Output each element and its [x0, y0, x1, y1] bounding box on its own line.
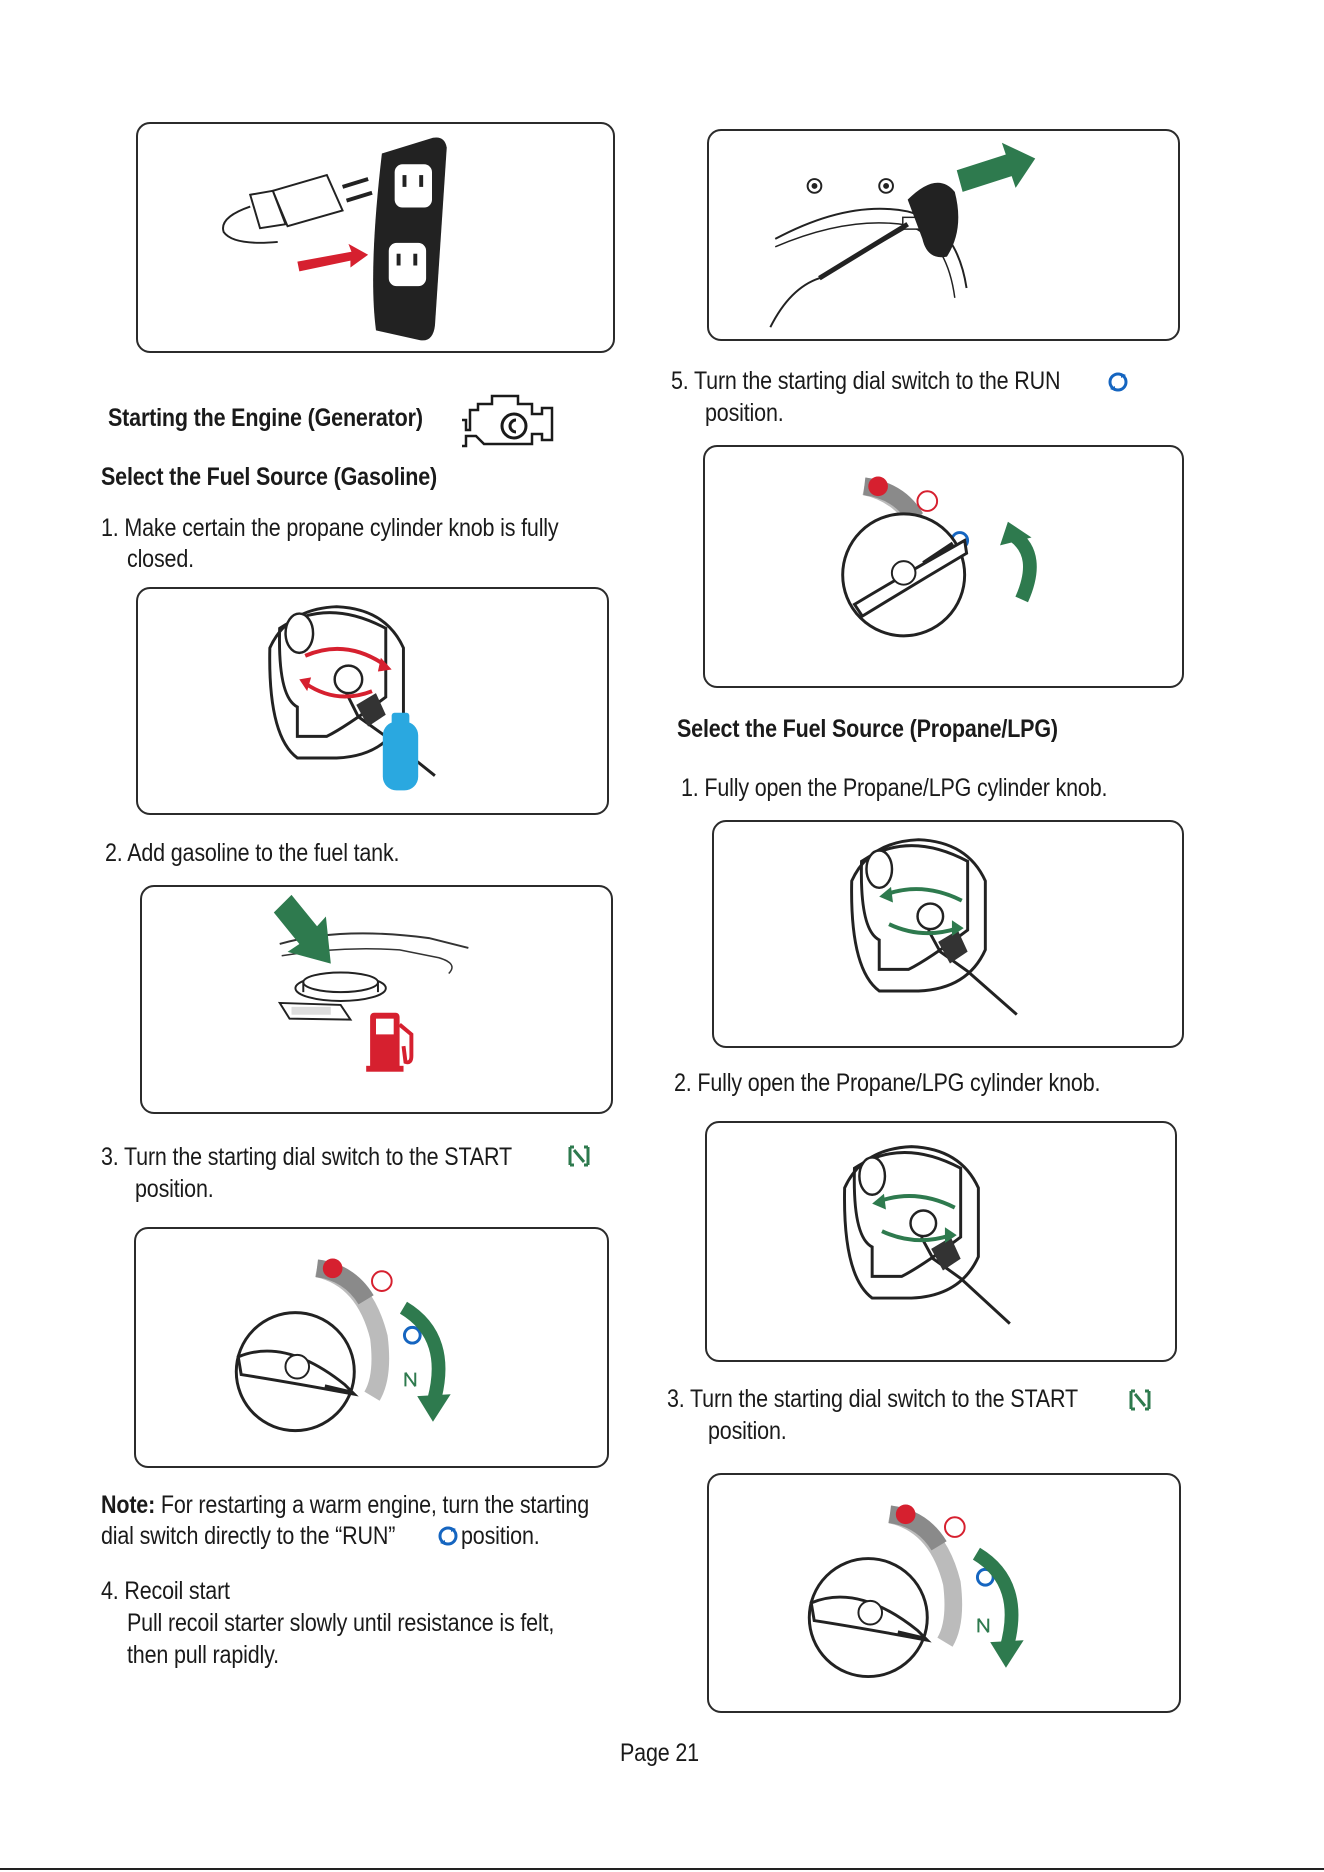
propane-step1: 1. Fully open the Propane/LPG cylinder k… — [681, 774, 1108, 802]
note-label: Note: — [101, 1491, 156, 1519]
illustration-dial-run — [703, 445, 1184, 688]
start-dial-icon — [234, 1258, 451, 1433]
step4-title: 4. Recoil start — [101, 1577, 230, 1605]
gas-step2: 2. Add gasoline to the fuel tank. — [105, 839, 400, 867]
bottom-rule — [0, 1868, 1324, 1870]
illustration-open-propane-knob-1 — [712, 820, 1184, 1048]
fuel-tank-icon — [273, 894, 469, 1072]
run-step5-line1: 5. Turn the starting dial switch to the … — [671, 367, 1061, 395]
propane-step3-line2: position. — [708, 1417, 787, 1445]
gas-step3-line1: 3. Turn the starting dial switch to the … — [101, 1141, 512, 1173]
note-line2b: position. — [461, 1522, 540, 1550]
gas-step3-line2: position. — [135, 1175, 214, 1203]
note-line1: Note: For restarting a warm engine, turn… — [101, 1489, 589, 1521]
gas-step1-line1: 1. Make certain the propane cylinder kno… — [101, 514, 559, 542]
illustration-recoil-start — [707, 129, 1180, 341]
note-line2: dial switch directly to the “RUN” — [101, 1520, 395, 1552]
illustration-dial-start-2 — [707, 1473, 1181, 1713]
start-dial-icon-2 — [807, 1504, 1024, 1679]
run-step5-line2: position. — [705, 399, 784, 427]
illustration-add-gasoline — [140, 885, 613, 1114]
run-icon-2 — [1108, 372, 1128, 392]
start-icon — [568, 1145, 590, 1167]
recoil-start-icon — [769, 142, 1036, 328]
page-number: Page 21 — [620, 1739, 699, 1767]
gas-step1-line2: closed. — [127, 545, 194, 573]
start-icon-2 — [1129, 1389, 1151, 1411]
propane-step3-line1: 3. Turn the starting dial switch to the … — [667, 1385, 1078, 1413]
section-title-starting-engine: Starting the Engine (Generator) — [108, 404, 423, 432]
illustration-dial-start — [134, 1227, 609, 1468]
propane-step2: 2. Fully open the Propane/LPG cylinder k… — [674, 1069, 1101, 1097]
propane-valve-open-icon-2 — [843, 1145, 1011, 1325]
note-text: For restarting a warm engine, turn the s… — [155, 1491, 589, 1519]
run-dial-icon — [841, 476, 1037, 638]
unplug-cord-icon — [222, 137, 447, 341]
note-text-2a: dial switch directly to the “RUN” — [101, 1522, 396, 1550]
illustration-close-propane-knob — [136, 587, 609, 815]
propane-valve-open-icon — [850, 838, 1018, 1016]
step4-line2: then pull rapidly. — [127, 1641, 279, 1669]
propane-heading: Select the Fuel Source (Propane/LPG) — [677, 715, 1058, 743]
engine-icon — [462, 394, 554, 448]
gas-step3-text: 3. Turn the starting dial switch to the … — [101, 1143, 512, 1171]
run-icon — [438, 1526, 458, 1546]
propane-valve-closed-icon — [268, 605, 436, 791]
illustration-unplug-cord — [136, 122, 615, 353]
illustration-open-propane-knob-2 — [705, 1121, 1177, 1362]
gasoline-heading: Select the Fuel Source (Gasoline) — [101, 463, 438, 491]
step4-line1: Pull recoil starter slowly until resista… — [127, 1609, 555, 1637]
